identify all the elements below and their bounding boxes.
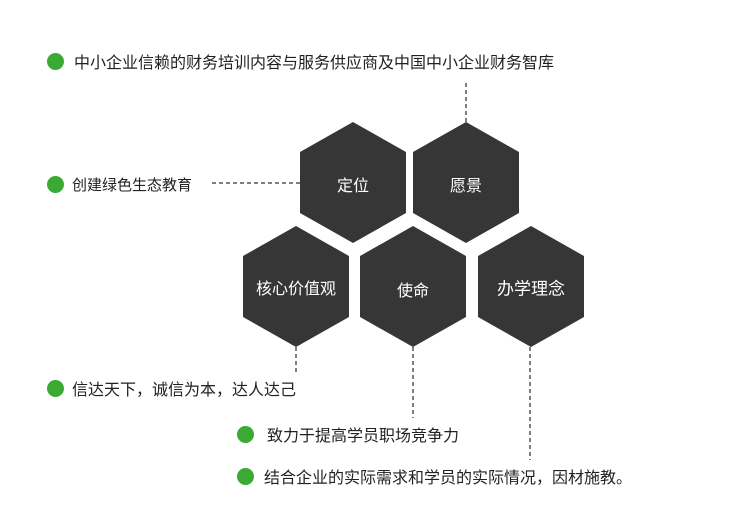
bullet-positioning: 创建绿色生态教育 [47,174,192,195]
bullet-text: 结合企业的实际需求和学员的实际情况，因材施教。 [264,468,633,487]
bullet-text: 中小企业信赖的财务培训内容与服务供应商及中国中小企业财务智库 [74,53,555,72]
hexagon-positioning [300,122,406,243]
bullet-dot-icon [237,425,254,443]
bullet-dot-icon [47,379,64,397]
bullet-philosophy: 结合企业的实际需求和学员的实际情况，因材施教。 [237,464,632,488]
hexagon-vision [413,122,519,243]
hexagon-philosophy [478,226,584,347]
bullet-vision: 中小企业信赖的财务培训内容与服务供应商及中国中小企业财务智库 [47,49,554,73]
bullet-core-values: 信达天下，诚信为本，达人达己 [47,376,296,400]
hexagon-label-mission: 使命 [396,281,429,300]
hexagon-label-philosophy: 办学理念 [497,279,565,300]
hexagon-core-values [243,226,349,347]
bullet-dot-icon [237,467,254,485]
hexagon-mission [360,226,466,347]
bullet-mission: 致力于提高学员职场竞争力 [237,422,459,446]
bullet-text: 创建绿色生态教育 [72,176,193,194]
bullet-dot-icon [47,176,64,193]
hexagon-label-core-values: 核心价值观 [255,279,336,298]
hexagon-label-positioning: 定位 [336,176,369,195]
hexagon-label-vision: 愿景 [449,176,482,195]
bullet-text: 致力于提高学员职场竞争力 [267,426,460,445]
bullet-dot-icon [47,52,64,70]
bullet-text: 信达天下，诚信为本，达人达己 [72,380,297,399]
